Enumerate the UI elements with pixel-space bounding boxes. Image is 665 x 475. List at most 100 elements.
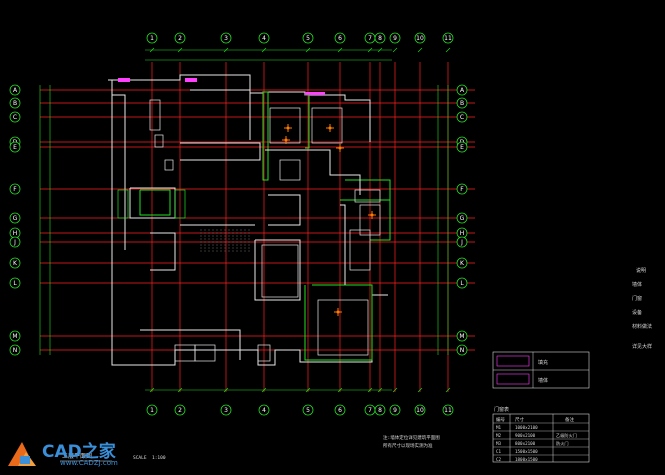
- dim-tick-bot-0: [149, 387, 155, 393]
- axis-bubble-top-3: 3: [220, 32, 232, 44]
- svg-text:H: H: [13, 230, 18, 237]
- room-detail-1: [117, 189, 129, 219]
- legend-swatch-fill: [496, 355, 530, 367]
- svg-text:C: C: [460, 114, 464, 121]
- table-cell-2-1: M2: [496, 433, 502, 438]
- axis-bubble-bottom-9: 9: [389, 404, 401, 416]
- legend-box: 填充 墙体: [492, 351, 590, 389]
- dim-tick-bot-10: [445, 387, 451, 393]
- bottom-note-2: 所有尺寸以现场实测为准: [383, 442, 433, 449]
- wall-8: [254, 239, 301, 301]
- dim-tick-bot-7: [377, 387, 383, 393]
- bottom-note-1: 注:墙体定位详见建筑平面图: [383, 434, 440, 441]
- wall-10: [139, 189, 171, 216]
- axis-bubble-top-8: 8: [374, 32, 386, 44]
- svg-text:10: 10: [416, 407, 424, 414]
- axis-bubble-left-2: B: [9, 97, 21, 109]
- svg-text:H: H: [460, 230, 465, 237]
- table-header-code: 编号: [496, 416, 505, 423]
- room-detail-10: [317, 299, 369, 356]
- wall-13: [180, 142, 261, 161]
- wall-5: [345, 179, 391, 241]
- svg-text:N: N: [13, 347, 18, 354]
- axis-bubble-bottom-10: 10: [414, 404, 426, 416]
- light-fixture-4: [368, 211, 376, 219]
- table-cell-4-2: 1500x1500: [515, 449, 538, 454]
- axis-bubble-right-13: N: [456, 344, 468, 356]
- legend-swatch-wall: [496, 373, 530, 385]
- magenta-mark-3: [305, 92, 325, 95]
- wall-19: [140, 329, 241, 360]
- dim-tick-top-8: [392, 47, 398, 53]
- table-header-size: 尺寸: [515, 416, 524, 423]
- axis-bubble-top-5: 5: [302, 32, 314, 44]
- dim-tick-bot-5: [337, 387, 343, 393]
- note-line-3: 门窗: [632, 295, 642, 302]
- table-cell-2-3: 乙级防火门: [556, 432, 577, 439]
- svg-text:11: 11: [444, 407, 452, 414]
- wall-18: [190, 89, 251, 140]
- note-line-5: 材料做法: [632, 323, 652, 330]
- svg-text:2: 2: [178, 35, 182, 42]
- dim-tick-top-1: [177, 47, 183, 53]
- axis-bubble-top-6: 6: [334, 32, 346, 44]
- axis-bubble-left-13: N: [9, 344, 21, 356]
- axis-bubble-right-12: M: [456, 330, 468, 342]
- table-cell-5-2: 1800x1500: [515, 457, 538, 462]
- axis-bubble-top-4: 4: [258, 32, 270, 44]
- axis-bubble-right-2: B: [456, 97, 468, 109]
- light-fixture-3: [336, 144, 344, 152]
- svg-text:K: K: [13, 260, 18, 267]
- svg-text:B: B: [13, 100, 17, 107]
- svg-text:7: 7: [368, 407, 372, 414]
- scale-value: 1:100: [152, 455, 166, 461]
- dim-tick-bot-4: [305, 387, 311, 393]
- svg-text:E: E: [13, 144, 17, 151]
- dimension-lines: [39, 47, 451, 393]
- room-detail-13: [194, 344, 216, 362]
- axis-bubble-right-1: A: [456, 84, 468, 96]
- svg-text:M: M: [459, 333, 464, 340]
- axis-bubble-bottom-2: 2: [174, 404, 186, 416]
- axis-bubble-left-8: H: [9, 227, 21, 239]
- svg-text:10: 10: [416, 35, 424, 42]
- drawing-title: 二层平面图: [62, 453, 92, 460]
- axis-bubble-top-7: 7: [364, 32, 376, 44]
- table-header-note: 备注: [565, 416, 574, 423]
- dim-tick-bot-9: [417, 387, 423, 393]
- svg-text:J: J: [13, 239, 16, 246]
- dim-tick-bot-6: [367, 387, 373, 393]
- light-fixture-5: [334, 308, 342, 316]
- note-line-4: 设备: [632, 309, 642, 316]
- axis-bubble-right-5: E: [456, 141, 468, 153]
- axis-bubble-bottom-5: 5: [302, 404, 314, 416]
- svg-text:8: 8: [378, 35, 382, 42]
- watermark-url: www.CADZJ.com: [60, 459, 118, 467]
- room-detail-5: [149, 99, 161, 131]
- dim-tick-top-5: [337, 47, 343, 53]
- axis-bubble-right-7: G: [456, 212, 468, 224]
- room-detail-8: [269, 107, 301, 144]
- scale-label: SCALE: [133, 455, 147, 461]
- svg-text:F: F: [460, 186, 464, 193]
- svg-text:J: J: [460, 239, 463, 246]
- dim-tick-top-10: [445, 47, 451, 53]
- dim-tick-top-0: [149, 47, 155, 53]
- axis-bubble-right-6: F: [456, 183, 468, 195]
- dim-tick-top-7: [377, 47, 383, 53]
- table-cell-2-2: 900x2100: [515, 433, 536, 438]
- axis-bubble-bottom-11: 11: [442, 404, 454, 416]
- dim-tick-bot-3: [261, 387, 267, 393]
- axis-bubble-left-10: K: [9, 257, 21, 269]
- table-cell-3-2: 800x2100: [515, 441, 536, 446]
- axis-bubble-top-9: 9: [389, 32, 401, 44]
- svg-text:L: L: [460, 280, 464, 287]
- svg-text:5: 5: [306, 407, 310, 414]
- svg-text:A: A: [460, 87, 465, 94]
- svg-text:G: G: [13, 215, 18, 222]
- room-detail-4: [349, 229, 371, 271]
- axis-bubble-right-3: C: [456, 111, 468, 123]
